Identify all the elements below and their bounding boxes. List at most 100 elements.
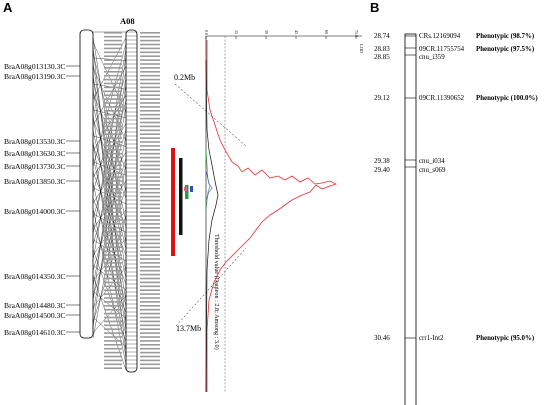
marker-label-row	[140, 269, 160, 272]
marker-label-row	[104, 164, 122, 167]
marker-label-row	[104, 363, 122, 366]
marker-label-row	[140, 51, 160, 54]
marker-label-row	[104, 269, 122, 272]
marker-label-row	[140, 199, 160, 202]
marker-label-row	[104, 230, 122, 233]
marker-label-row	[140, 63, 160, 65]
marker-position: 28.85	[374, 53, 390, 61]
marker-name: CRs.12169094	[419, 33, 461, 40]
marker-label-row	[140, 129, 160, 132]
marker-label-row	[104, 297, 122, 299]
gene-label: BraA08g013190.3C	[4, 72, 65, 81]
marker-label-row	[104, 195, 122, 198]
marker-label-row	[140, 164, 160, 167]
marker-label-row	[104, 211, 122, 213]
marker-label-row	[140, 188, 160, 190]
gene-label: BraA08g013630.3C	[4, 149, 65, 158]
gene-label: BraA08g014480.3C	[4, 301, 65, 310]
marker-label-row	[140, 324, 160, 327]
marker-label-row	[104, 35, 122, 38]
gene-label: BraA08g014350.3C	[4, 272, 65, 281]
marker-label-row	[104, 125, 122, 128]
marker-label-row	[104, 328, 122, 330]
marker-label-row	[104, 90, 122, 93]
fine-map-ticks	[405, 35, 416, 339]
marker-label-row	[140, 102, 160, 104]
gene-label: BraA08g014610.3C	[4, 328, 65, 337]
marker-label-row	[104, 78, 122, 81]
marker-label-row	[104, 207, 122, 210]
marker-label-row	[140, 332, 160, 334]
phenotypic-label: Phenotypic (95.0%)	[476, 335, 534, 342]
marker-label-row	[140, 273, 160, 276]
gene-leader-lines	[66, 65, 80, 333]
marker-label-row	[104, 152, 122, 155]
marker-label-row	[104, 312, 122, 315]
panel-a-letter: A	[3, 0, 13, 15]
marker-label-row	[104, 59, 122, 61]
marker-label-row	[140, 227, 160, 229]
marker-label-row	[104, 184, 122, 186]
marker-label-row	[140, 250, 160, 252]
connector-line	[92, 317, 127, 348]
marker-label-row	[140, 90, 160, 93]
marker-label-row	[104, 63, 122, 65]
marker-label-row	[140, 141, 160, 143]
lod-tick-label: 0.0	[204, 30, 209, 35]
marker-label-row	[104, 266, 122, 268]
marker-label-row	[104, 227, 122, 229]
marker-label-row	[104, 86, 122, 89]
marker-label-row	[104, 351, 122, 354]
marker-label-row	[104, 168, 122, 171]
marker-name: cnu_i359	[419, 54, 445, 61]
marker-label-row	[104, 71, 122, 73]
marker-label-row	[140, 156, 160, 159]
marker-label-row	[140, 258, 160, 260]
marker-ticks	[126, 31, 137, 369]
connector-line	[92, 83, 127, 328]
marker-label-row	[140, 262, 160, 264]
mb-top-label: 0.2Mb	[174, 73, 195, 82]
marker-label-row	[104, 133, 122, 135]
marker-label-row	[140, 266, 160, 268]
qtl-interval-pink	[184, 187, 187, 191]
marker-label-row	[140, 316, 160, 319]
marker-label-row	[140, 293, 160, 295]
connector-line	[92, 37, 127, 245]
marker-label-row	[104, 199, 122, 202]
connector-line	[92, 63, 127, 273]
marker-label-row	[140, 149, 160, 151]
marker-label-row	[140, 246, 160, 249]
marker-label-row	[140, 172, 160, 174]
lod-axis-label: LOD	[359, 44, 364, 54]
gene-label: BraA08g013130.3C	[4, 62, 65, 71]
marker-label-row	[140, 55, 160, 57]
marker-position: 29.40	[374, 166, 390, 174]
marker-label-row	[104, 277, 122, 280]
marker-label-row	[140, 254, 160, 256]
marker-label-row	[104, 98, 122, 100]
connector-line	[92, 249, 127, 342]
marker-label-row	[140, 340, 160, 342]
marker-label-row	[140, 152, 160, 155]
marker-label-row	[140, 67, 160, 69]
marker-label-row	[140, 207, 160, 210]
marker-name: 09CR.11390652	[419, 95, 465, 102]
marker-label-row	[104, 117, 122, 120]
marker-label-row	[104, 246, 122, 249]
marker-label-row	[104, 308, 122, 311]
mb-bottom-label: 13.7Mb	[176, 324, 201, 333]
marker-label-row	[140, 312, 160, 315]
marker-label-row	[104, 55, 122, 57]
marker-label-row	[104, 106, 122, 108]
marker-label-row	[104, 67, 122, 69]
marker-label-row	[104, 156, 122, 159]
zoom-connector-bottom	[175, 247, 247, 327]
marker-label-row	[140, 98, 160, 100]
lod-trace-blue	[205, 169, 213, 201]
marker-label-row	[140, 35, 160, 38]
marker-label-row	[140, 39, 160, 42]
marker-name: crr1-Int2	[419, 335, 444, 342]
marker-label-row	[104, 285, 122, 288]
